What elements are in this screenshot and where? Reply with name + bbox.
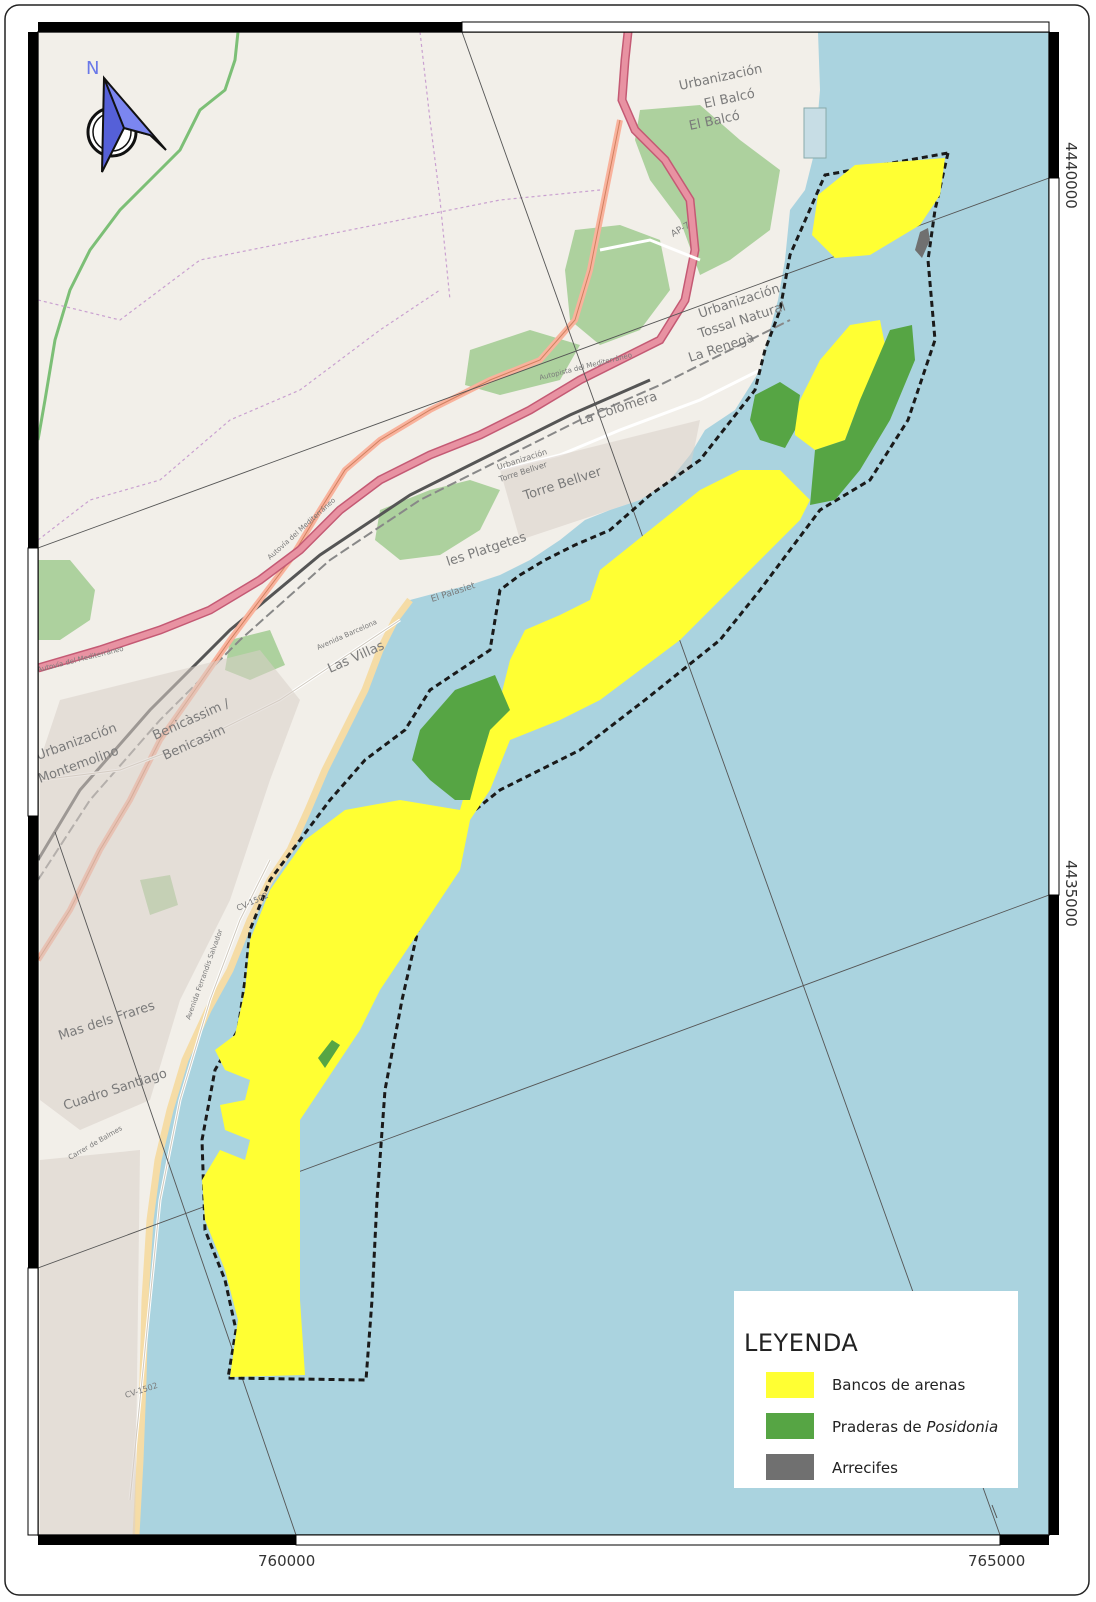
forest-patch xyxy=(635,105,780,275)
legend: LEYENDA Bancos de arenas Praderas de Pos… xyxy=(734,1291,1018,1488)
urban-area xyxy=(40,420,700,1535)
legend-swatch-reefs xyxy=(766,1454,814,1480)
protected-area-boundary xyxy=(200,151,950,1382)
legend-label-posidonia: Praderas de Posidonia xyxy=(832,1418,999,1436)
north-label: N xyxy=(86,58,99,79)
regional-road xyxy=(38,32,240,441)
sand-banks xyxy=(202,158,945,1377)
frame-scale-bars xyxy=(27,21,1060,1546)
y-tick-label: 4435000 xyxy=(1062,860,1080,927)
legend-swatch-sand-banks xyxy=(766,1372,814,1398)
forest-patch xyxy=(38,560,95,640)
y-tick-label: 4440000 xyxy=(1062,142,1080,209)
x-tick-label: 760000 xyxy=(258,1552,315,1570)
x-tick-label: 765000 xyxy=(968,1552,1025,1570)
legend-title: LEYENDA xyxy=(744,1329,859,1357)
legend-label-reefs: Arrecifes xyxy=(832,1459,898,1477)
legend-label-sand-banks: Bancos de arenas xyxy=(832,1376,966,1394)
beach-strip xyxy=(132,597,413,1535)
land-area xyxy=(38,32,820,1535)
reef xyxy=(915,228,930,258)
admin-boundaries xyxy=(38,32,601,541)
marina xyxy=(803,107,827,159)
graticule-tick xyxy=(991,1504,998,1519)
motorway-ap7 xyxy=(38,32,699,671)
north-arrow: N xyxy=(86,58,167,173)
posidonia-meadows xyxy=(318,325,915,1068)
forest-patch xyxy=(375,480,500,560)
legend-swatch-posidonia xyxy=(766,1413,814,1439)
